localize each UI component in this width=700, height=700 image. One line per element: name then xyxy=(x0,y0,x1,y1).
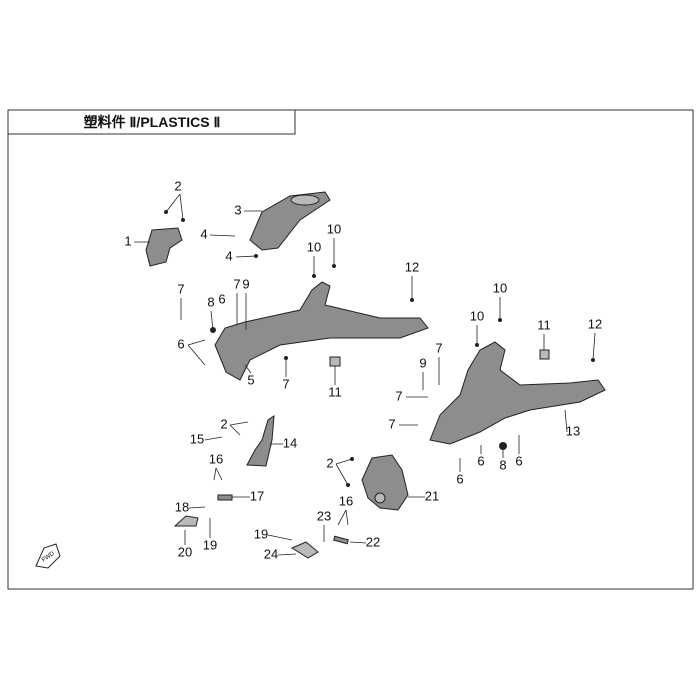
callout: 10 xyxy=(307,239,321,254)
callout: 6 xyxy=(515,453,522,468)
part-1-bracket xyxy=(145,227,183,267)
callout: 20 xyxy=(178,544,192,559)
callout: 19 xyxy=(203,537,217,552)
callout: 13 xyxy=(566,423,580,438)
callout: 9 xyxy=(242,276,249,291)
leader-lines xyxy=(134,193,596,556)
part-20-plate xyxy=(173,515,199,527)
callout: 16 xyxy=(209,451,223,466)
callout: 10 xyxy=(327,221,341,236)
callout: 7 xyxy=(177,281,184,296)
callout: 23 xyxy=(317,508,331,523)
callout: 12 xyxy=(588,316,602,331)
callout: 12 xyxy=(405,259,419,274)
callout: 17 xyxy=(250,488,264,503)
callout: 9 xyxy=(419,355,426,370)
callout: 22 xyxy=(366,534,380,549)
callout: 5 xyxy=(247,372,254,387)
callout: 11 xyxy=(537,317,551,332)
part-21-cover xyxy=(361,454,409,511)
callout: 10 xyxy=(470,308,484,323)
callout: 16 xyxy=(339,493,353,508)
part-24-plate xyxy=(290,541,319,559)
callout: 3 xyxy=(234,202,241,217)
callout: 7 xyxy=(388,416,395,431)
part-5-left-frame-cover xyxy=(214,281,429,381)
callout: 8 xyxy=(207,294,214,309)
callout: 21 xyxy=(425,488,439,503)
callout: 19 xyxy=(254,526,268,541)
callout: 6 xyxy=(218,291,225,306)
callout: 7 xyxy=(282,376,289,391)
callout: 7 xyxy=(233,276,240,291)
callout: 6 xyxy=(477,453,484,468)
part-17-clip xyxy=(217,494,233,501)
callout: 2 xyxy=(174,178,181,193)
callout: 15 xyxy=(190,431,204,446)
callout-labels: 1 2 3 4 4 10 10 12 7 8 7 9 6 6 5 7 11 10… xyxy=(124,178,602,561)
callout: 11 xyxy=(328,384,342,399)
callout: 4 xyxy=(225,248,232,263)
callout: 6 xyxy=(456,471,463,486)
part-14-bracket xyxy=(246,415,275,467)
forward-direction-icon: FWD xyxy=(35,543,61,569)
callout: 7 xyxy=(435,340,442,355)
callout: 24 xyxy=(264,546,278,561)
callout: 7 xyxy=(395,388,402,403)
callout: 14 xyxy=(283,435,297,450)
callout: 4 xyxy=(200,226,207,241)
callout: 8 xyxy=(499,457,506,472)
part-13-right-frame-cover xyxy=(429,341,606,445)
part-3-cover xyxy=(249,191,331,251)
callout: 18 xyxy=(175,499,189,514)
callout: 2 xyxy=(326,455,333,470)
callout: 2 xyxy=(220,416,227,431)
title-box xyxy=(7,109,296,135)
diagram-title: 塑料件 Ⅱ/PLASTICS Ⅱ xyxy=(84,114,221,130)
part-22-clip xyxy=(333,535,349,545)
callout: 1 xyxy=(124,233,131,248)
callout: 6 xyxy=(177,336,184,351)
callout: 10 xyxy=(493,280,507,295)
diagram-frame xyxy=(7,109,694,590)
